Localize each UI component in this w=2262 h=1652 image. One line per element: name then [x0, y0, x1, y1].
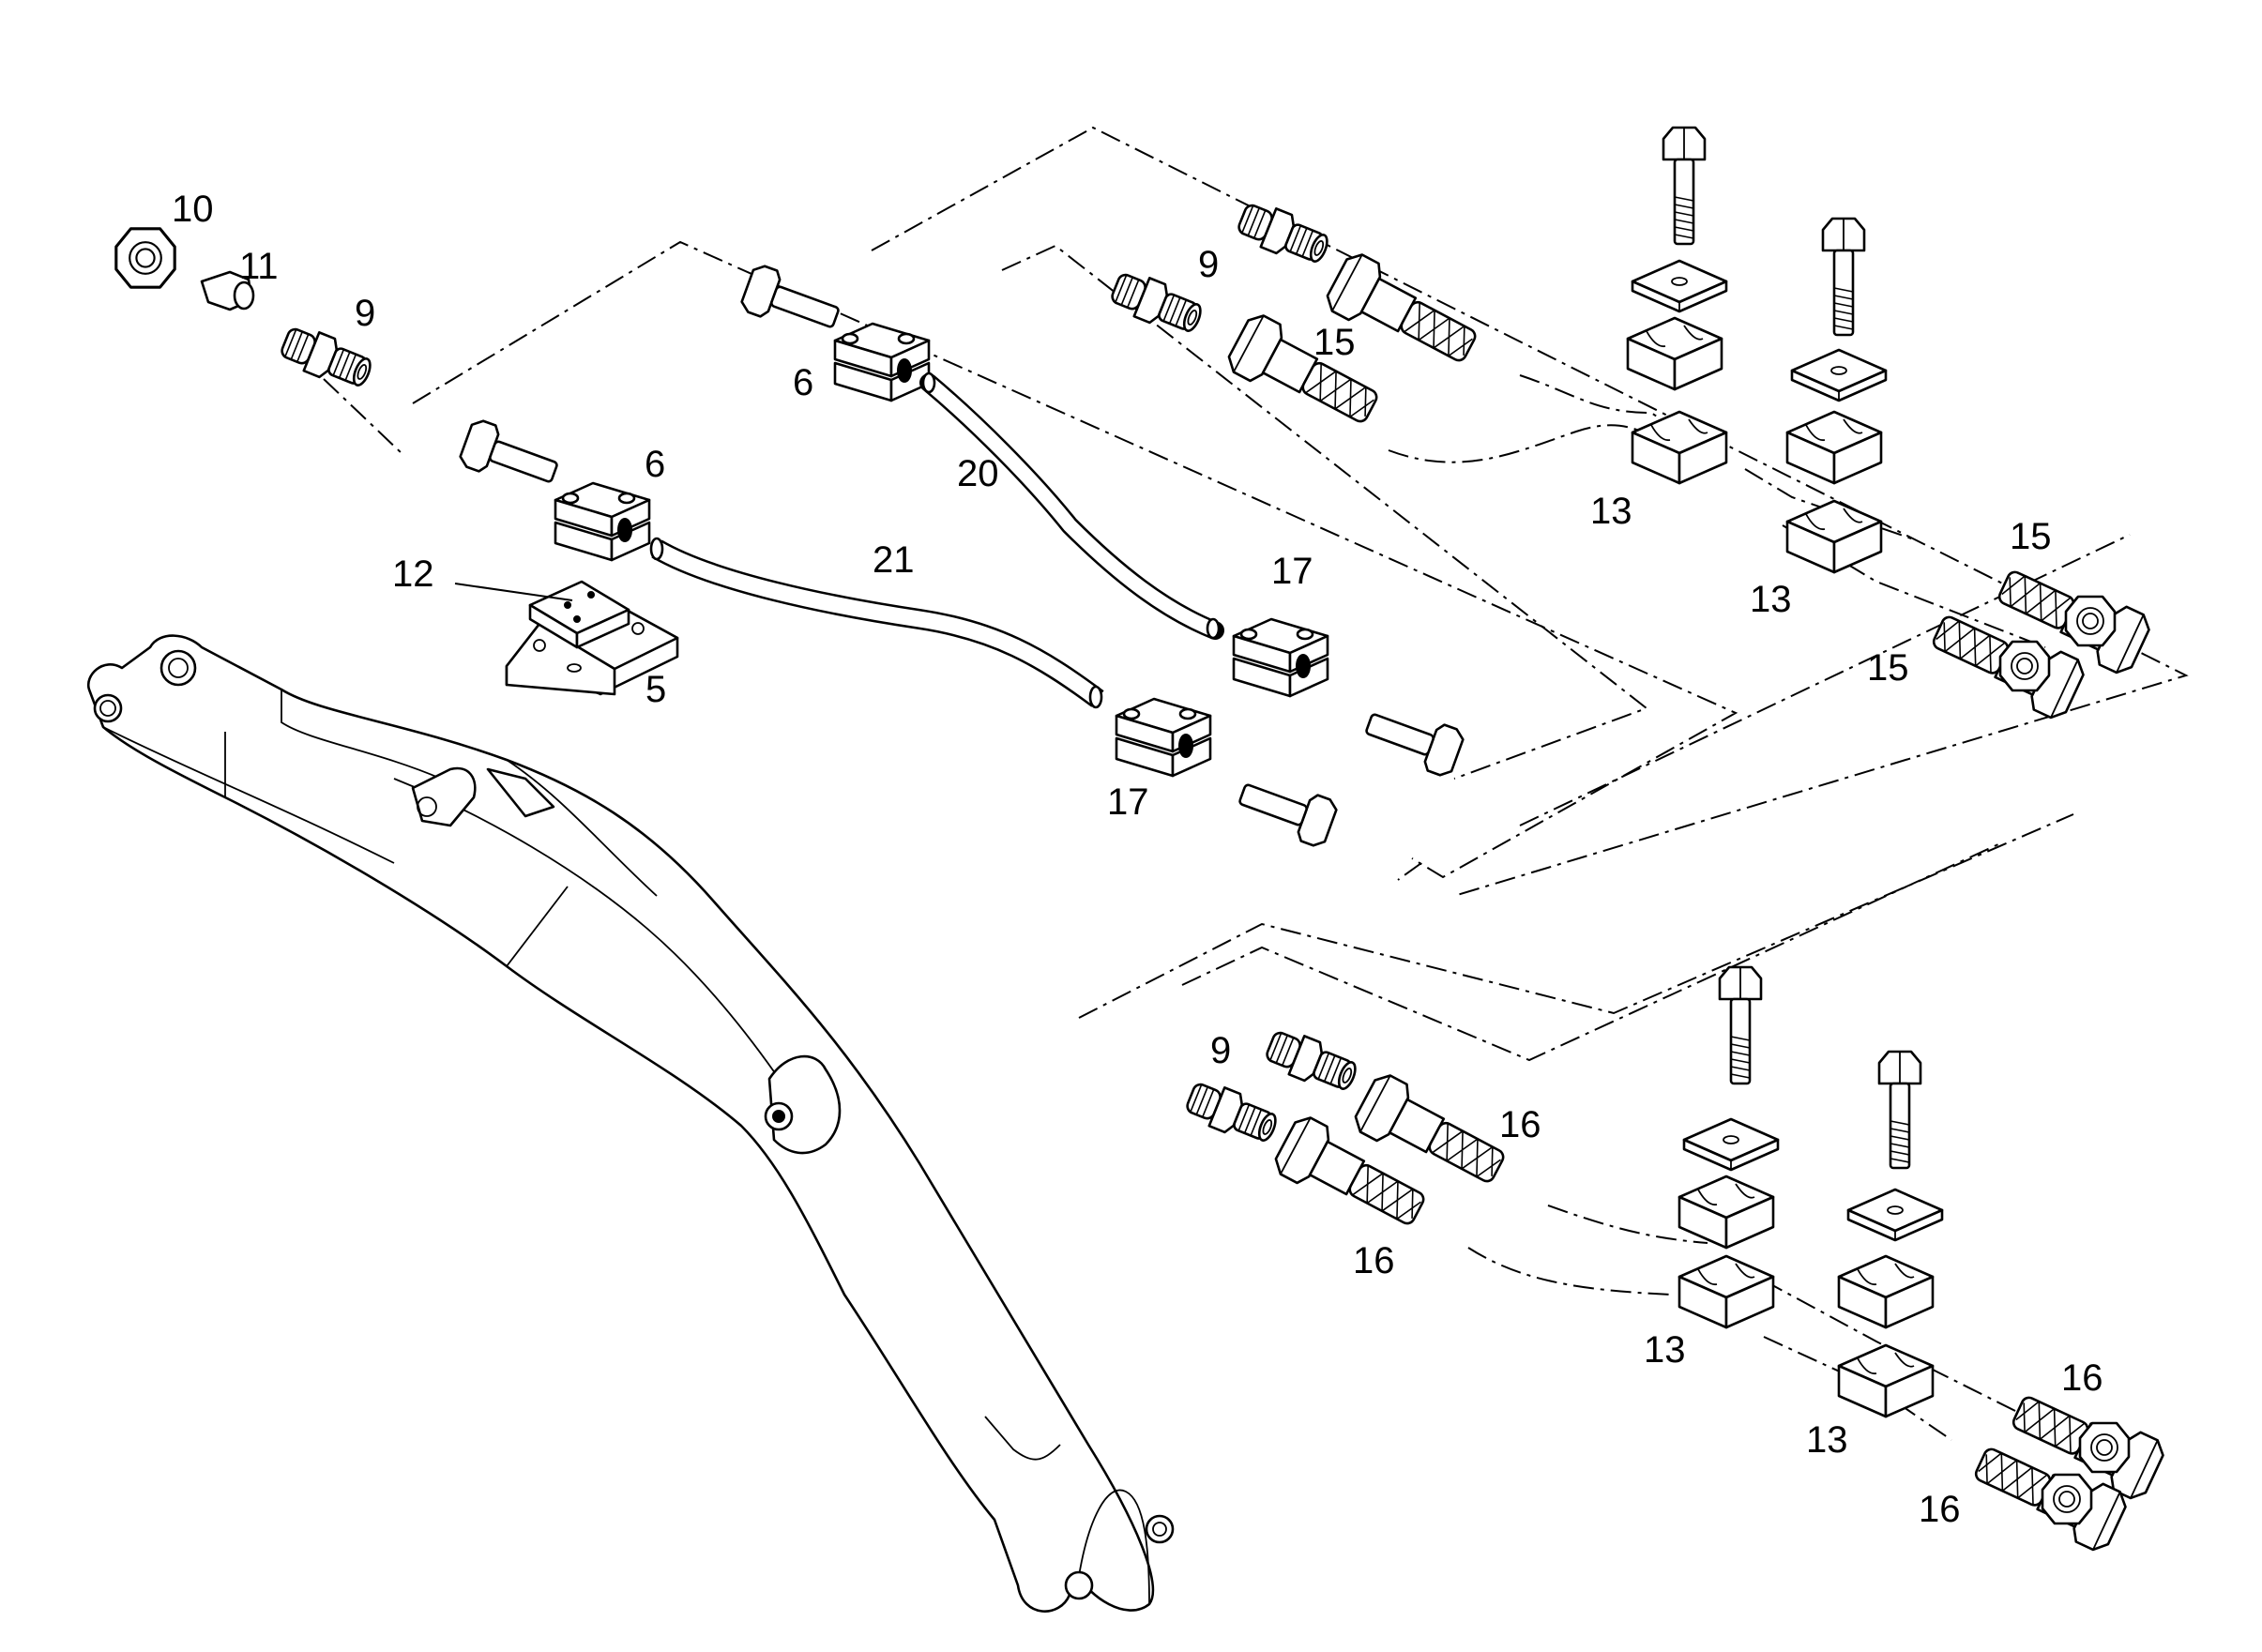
nut-15-right-upper — [2064, 595, 2117, 647]
bolt-vertical-2 — [1821, 217, 1866, 337]
callout-15: 15 — [1867, 647, 1909, 689]
bolt-17-lower — [1233, 769, 1341, 850]
fitting-9-lower-top — [1261, 1023, 1362, 1099]
clamp-6-lower — [554, 481, 651, 562]
callout-5: 5 — [645, 669, 666, 710]
leader-line-lower-loop — [1078, 813, 2074, 1062]
clamp-half-lower-1 — [1678, 1175, 1775, 1250]
callout-13: 13 — [1590, 491, 1632, 532]
clamp-6-upper — [833, 322, 931, 402]
callout-13: 13 — [1750, 579, 1792, 620]
callout-13: 13 — [1644, 1329, 1686, 1371]
bolt-vertical-3 — [1718, 965, 1763, 1085]
plate-top-2 — [1790, 348, 1888, 402]
pad-12 — [528, 580, 630, 649]
leader-line-middle-loop — [1001, 244, 1649, 780]
tube-20 — [919, 371, 1224, 640]
fitting-9-lower — [1181, 1075, 1283, 1150]
callout-16: 16 — [1353, 1240, 1395, 1281]
leader-line-left-loop — [323, 240, 1738, 881]
callout-15: 15 — [1313, 322, 1356, 363]
callout-21: 21 — [873, 539, 915, 581]
clamp-13-top — [1631, 410, 1728, 485]
boom-arm — [86, 634, 1175, 1613]
bolt-vertical-4 — [1877, 1050, 1922, 1170]
bolt-vertical-1 — [1662, 126, 1707, 246]
pointer-12 — [454, 583, 573, 601]
callout-15: 15 — [2010, 516, 2052, 557]
callout-9: 9 — [1210, 1030, 1231, 1071]
callout-9: 9 — [355, 293, 375, 334]
bolt-left-lower — [456, 417, 564, 497]
leader-line-hose-bottom-1 — [1547, 1205, 2018, 1413]
nut-10 — [114, 227, 176, 289]
callout-10: 10 — [172, 189, 214, 230]
callout-16: 16 — [1499, 1104, 1541, 1145]
clamp-13-mid — [1785, 499, 1883, 574]
clamp-half-top-2 — [1785, 410, 1883, 485]
clamp-13-bottom — [1837, 1343, 1935, 1418]
plug-11 — [200, 270, 255, 311]
plate-top-1 — [1631, 259, 1728, 313]
tube-21 — [649, 537, 1104, 709]
nut-15-right-lower — [1998, 640, 2051, 692]
clamp-13-lower — [1678, 1254, 1775, 1329]
hose-end-15-mid — [1222, 309, 1388, 439]
plate-lower-2 — [1846, 1188, 1944, 1242]
callout-9: 9 — [1198, 244, 1219, 285]
callout-6: 6 — [793, 362, 813, 403]
callout-11: 11 — [239, 246, 279, 287]
callout-13: 13 — [1806, 1419, 1848, 1461]
clamp-17-lower — [1115, 697, 1212, 778]
callout-20: 20 — [957, 453, 999, 494]
callout-16: 16 — [2061, 1357, 2103, 1399]
callout-16: 16 — [1919, 1489, 1961, 1530]
callout-12: 12 — [392, 553, 434, 595]
callout-17: 17 — [1107, 781, 1149, 823]
plate-lower-1 — [1682, 1117, 1780, 1172]
clamp-17-upper — [1232, 617, 1329, 698]
nut-16-right-upper — [2078, 1421, 2131, 1474]
clamp-half-top-1 — [1626, 316, 1723, 391]
bolt-17-upper — [1359, 699, 1467, 780]
nut-16-right-lower — [2041, 1473, 2093, 1525]
fitting-9-mid — [1106, 265, 1207, 341]
bolt-left-upper — [737, 262, 845, 342]
clamp-half-lower-2 — [1837, 1254, 1935, 1329]
fitting-9-top — [1233, 196, 1334, 271]
callout-6: 6 — [645, 444, 665, 485]
callout-17: 17 — [1271, 551, 1313, 592]
